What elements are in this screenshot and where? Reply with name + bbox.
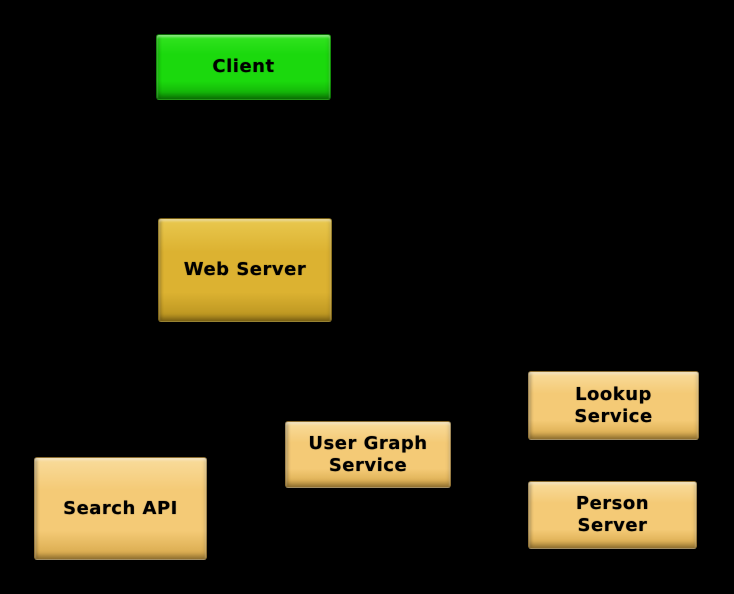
node-person-server-label: Person Server bbox=[575, 493, 650, 536]
node-user-graph-service-label: User Graph Service bbox=[308, 432, 428, 476]
node-search-api-label: Search API bbox=[63, 497, 178, 519]
node-lookup-service: Lookup Service bbox=[528, 371, 699, 440]
node-user-graph-service: User Graph Service bbox=[285, 421, 451, 488]
node-client: Client bbox=[156, 34, 331, 100]
node-search-api: Search API bbox=[34, 457, 207, 560]
node-web-server-label: Web Server bbox=[183, 259, 307, 280]
node-person-server: Person Server bbox=[528, 481, 697, 549]
node-client-label: Client bbox=[212, 56, 275, 77]
node-lookup-service-label: Lookup Service bbox=[574, 383, 653, 427]
node-web-server: Web Server bbox=[158, 218, 332, 322]
